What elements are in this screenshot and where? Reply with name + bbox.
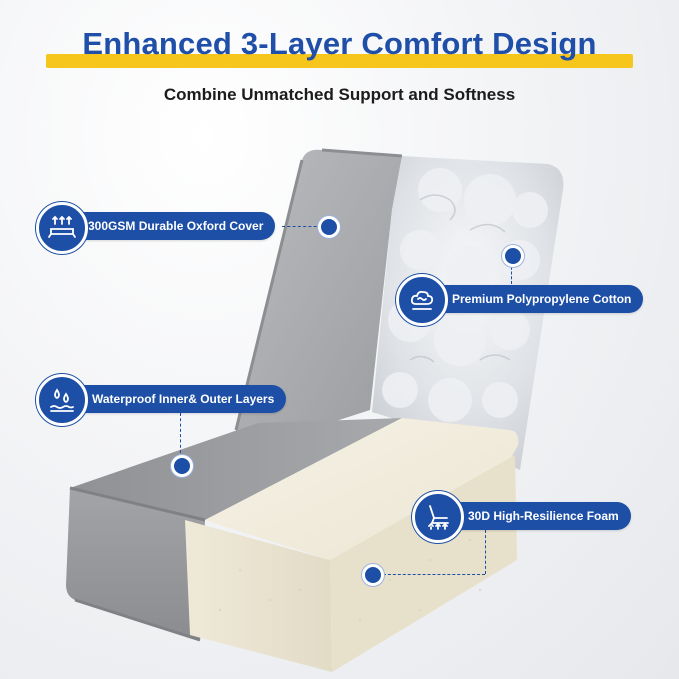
callout-waterproof-label: Waterproof Inner& Outer Layers [92, 392, 275, 406]
callout-cotton: Premium Polypropylene Cotton [418, 285, 644, 313]
seat-cushion-foam-front [185, 520, 332, 672]
cotton-cloud-icon [396, 274, 448, 326]
callout-foam-leader-horizontal [378, 574, 485, 575]
callout-oxford-cover-dot [318, 216, 340, 238]
stretch-fabric-icon [36, 202, 88, 254]
seat-cushion-cover-side [66, 488, 205, 640]
seat-cushion-cover-top [70, 418, 402, 520]
callout-cotton-leader [511, 262, 512, 284]
callout-foam-label: 30D High-Resilience Foam [468, 509, 619, 523]
callout-oxford-cover-leader [282, 226, 322, 227]
resilience-recliner-icon [412, 491, 464, 543]
back-cushion-cover [236, 149, 402, 452]
callout-foam-dot [362, 564, 384, 586]
water-drops-icon [36, 374, 88, 426]
callout-cotton-label: Premium Polypropylene Cotton [452, 292, 632, 306]
callout-waterproof-leader [180, 413, 181, 453]
callout-waterproof-dot [171, 455, 193, 477]
callout-foam-leader-vertical [485, 530, 486, 574]
page-title: Enhanced 3-Layer Comfort Design [82, 26, 597, 61]
callout-oxford-cover: 300GSM Durable Oxford Cover [58, 212, 276, 240]
callout-foam: 30D High-Resilience Foam [434, 502, 631, 530]
callout-cotton-dot [502, 245, 524, 267]
page-subtitle: Combine Unmatched Support and Softness [163, 85, 516, 104]
callout-waterproof: Waterproof Inner& Outer Layers [58, 385, 287, 413]
seat-cushion-foam-top [205, 418, 519, 560]
title-highlight-bar [46, 54, 633, 68]
callout-oxford-cover-label: 300GSM Durable Oxford Cover [88, 219, 264, 233]
